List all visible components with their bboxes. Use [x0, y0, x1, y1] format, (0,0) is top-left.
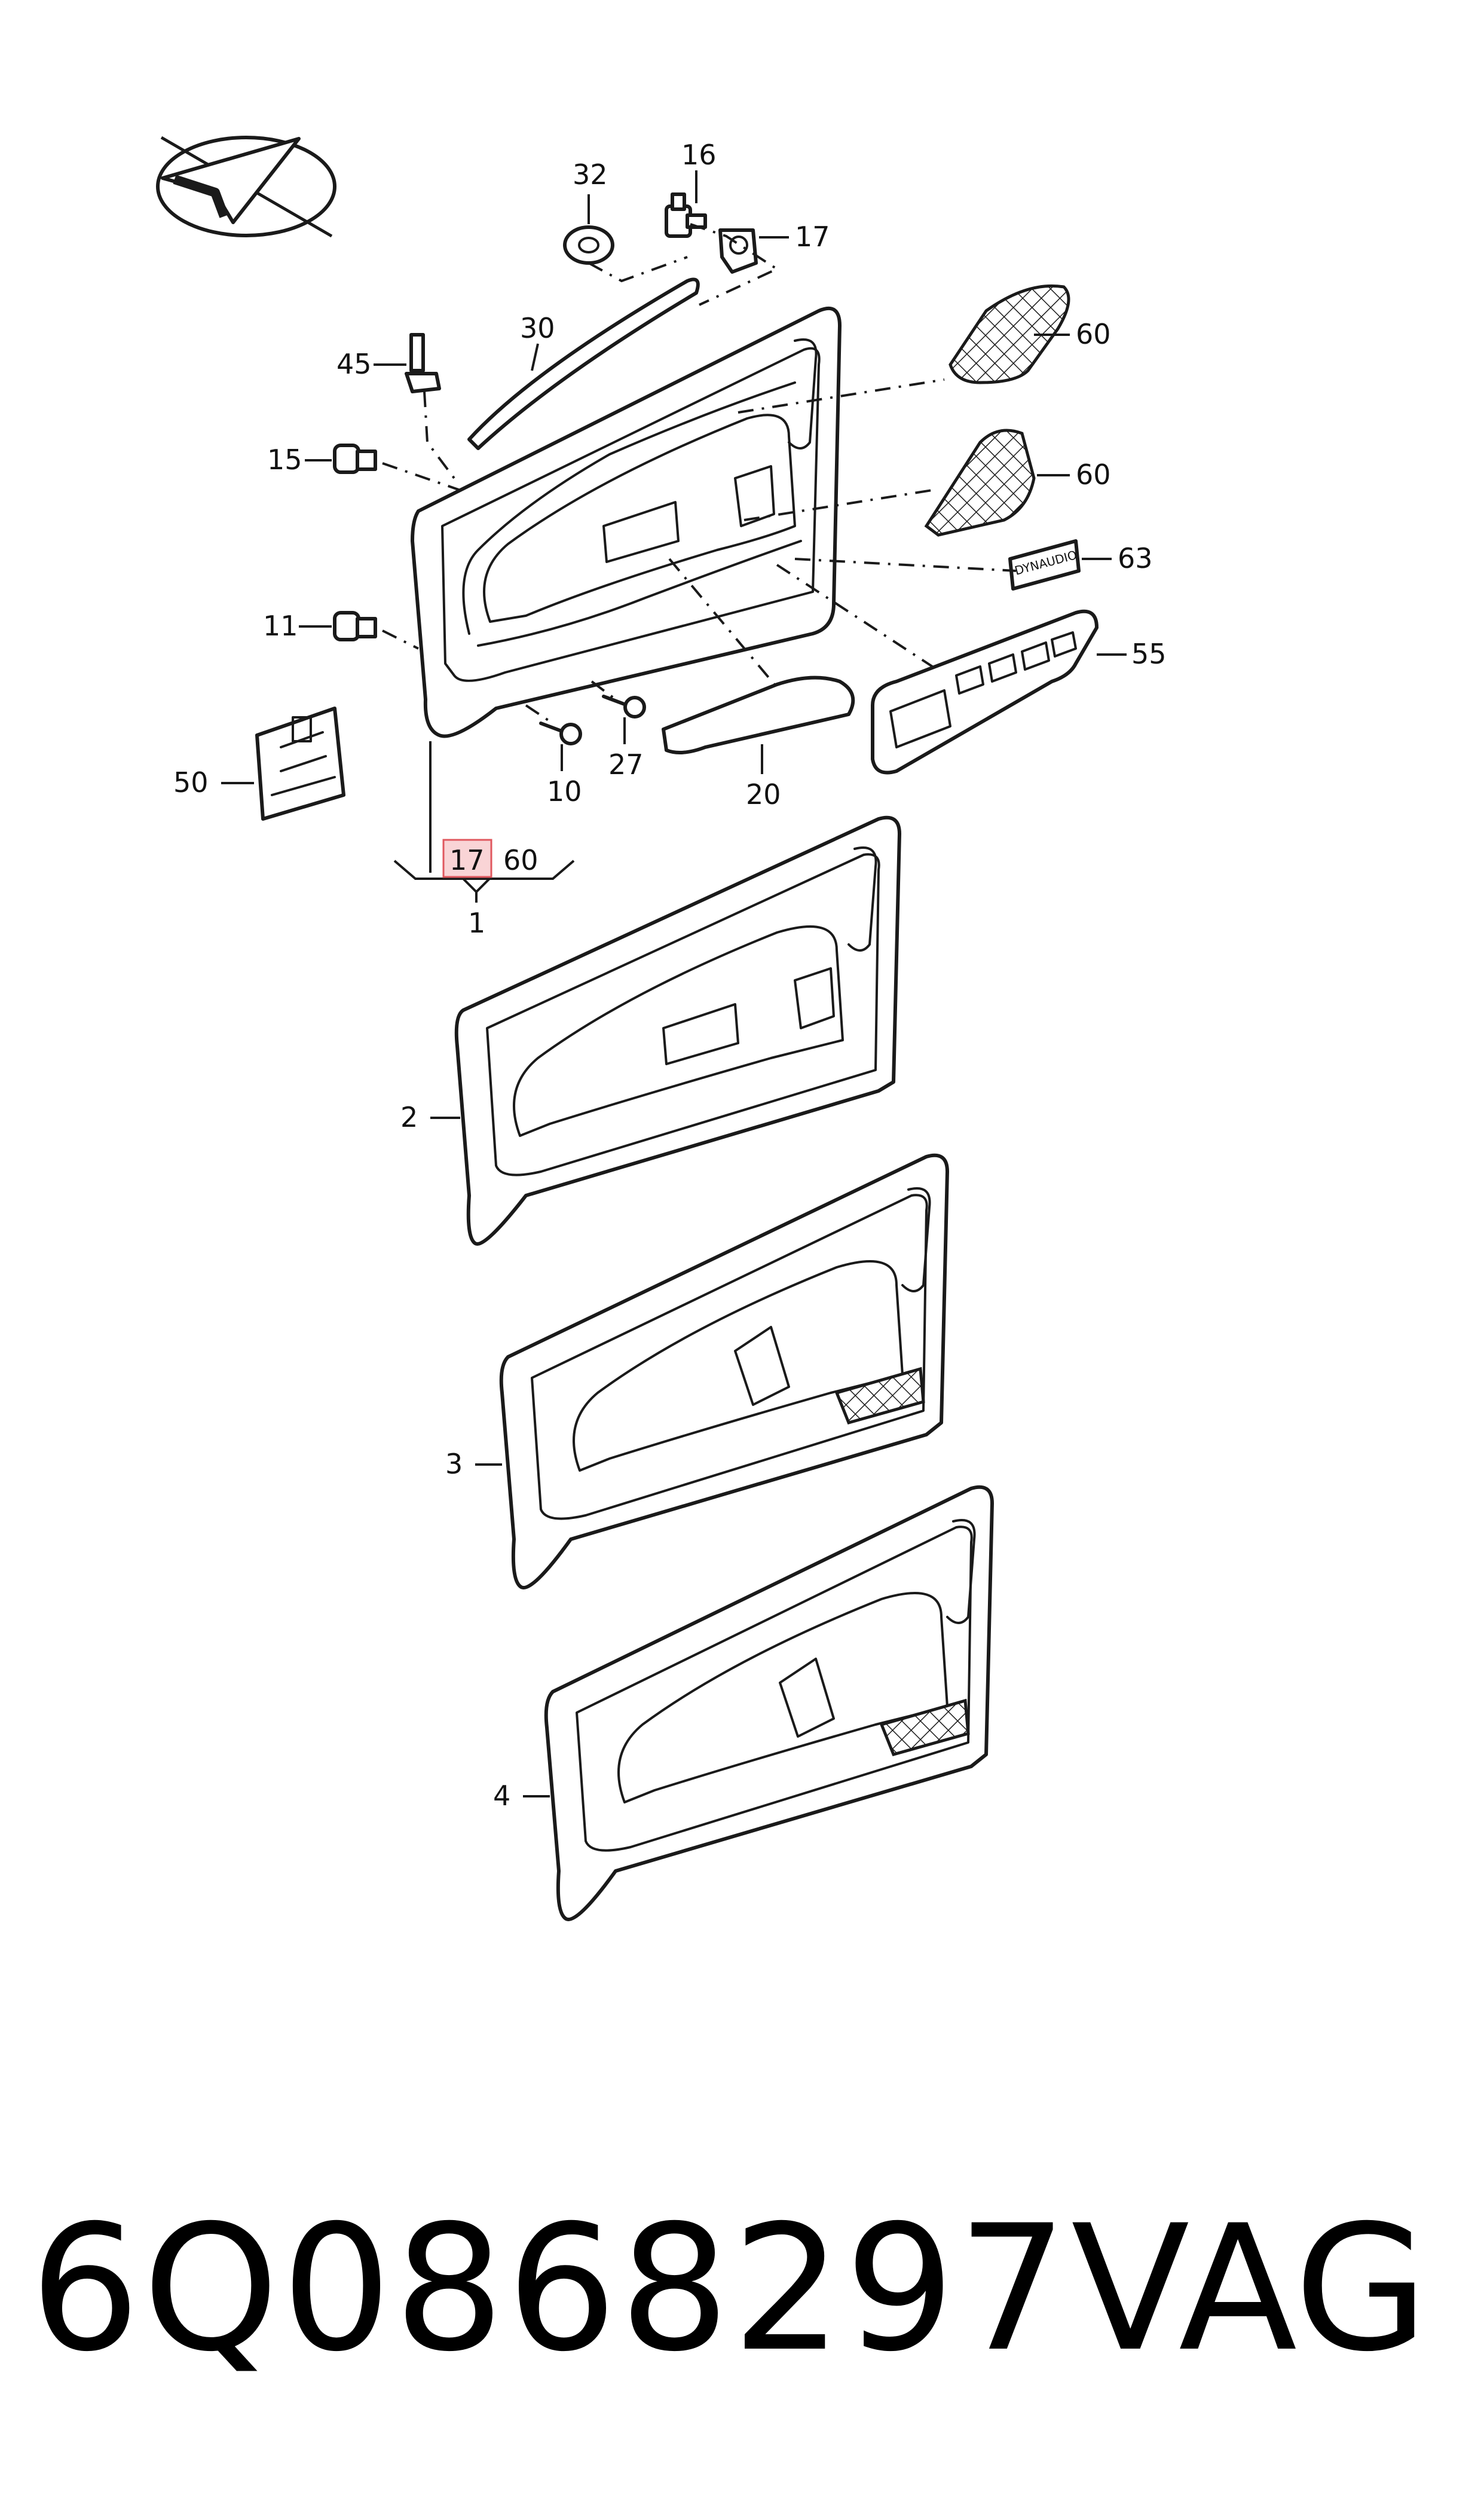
callout-55: 55 — [1131, 638, 1167, 670]
door-panel-3 — [499, 1153, 949, 1589]
callout-11: 11 — [263, 610, 298, 642]
speaker-grille-60-lower — [924, 429, 1036, 537]
assembly-dashed-lines — [382, 223, 1017, 724]
screw-10-part — [539, 722, 582, 745]
callout-3: 3 — [445, 1448, 463, 1480]
round-clip-part — [563, 225, 614, 265]
callout-20: 20 — [746, 778, 781, 811]
switch-panel-55-part — [871, 609, 1099, 775]
callout-labels: 32 16 17 30 45 60 60 15 63 11 55 27 50 1… — [173, 139, 1167, 1812]
door-panel-4 — [544, 1485, 994, 1921]
screw-27-part — [602, 695, 646, 719]
clip-16-part — [665, 192, 707, 238]
brand-name: VAG — [1071, 2188, 1428, 2390]
clip-17-part — [718, 228, 758, 274]
callout-1: 1 — [468, 907, 485, 939]
callout-2: 2 — [400, 1101, 418, 1133]
callout-10: 10 — [547, 775, 582, 808]
armrest-20-part — [662, 675, 855, 754]
callout-60-lower: 60 — [1076, 458, 1111, 491]
door-trim-panel-exploded — [411, 307, 842, 738]
speaker-grille-60-upper — [948, 284, 1070, 384]
callout-60-upper: 60 — [1076, 318, 1111, 350]
bracket-50-part — [255, 707, 345, 821]
pin-45-part — [405, 333, 441, 393]
direction-arrow-icon — [156, 136, 336, 238]
dynaudio-emblem-63-part: DYNAUDIO — [1008, 539, 1081, 591]
leader-lines — [221, 170, 1127, 1797]
callout-32: 32 — [573, 158, 608, 191]
assembly-note-other: 60 — [503, 844, 538, 876]
callout-63: 63 — [1118, 542, 1153, 574]
part-number: 6Q0868297 — [30, 2188, 1070, 2390]
fastener-15-part — [333, 444, 377, 474]
fastener-11-part — [333, 611, 377, 641]
callout-16: 16 — [681, 139, 717, 171]
door-panel-2 — [454, 815, 901, 1246]
callout-45: 45 — [336, 348, 372, 380]
footer: 6Q0868297 VAG — [30, 2200, 1464, 2379]
callout-27: 27 — [608, 748, 644, 781]
assembly-note-highlighted: 17 — [449, 844, 485, 876]
callout-17: 17 — [795, 221, 830, 253]
callout-15: 15 — [267, 444, 302, 476]
callout-4: 4 — [493, 1780, 510, 1812]
callout-30: 30 — [520, 312, 555, 344]
trim-strip-part — [467, 277, 700, 450]
assembly-note: 17 60 — [393, 839, 575, 903]
callout-50: 50 — [173, 766, 209, 799]
highlighted-part-box — [442, 839, 492, 878]
